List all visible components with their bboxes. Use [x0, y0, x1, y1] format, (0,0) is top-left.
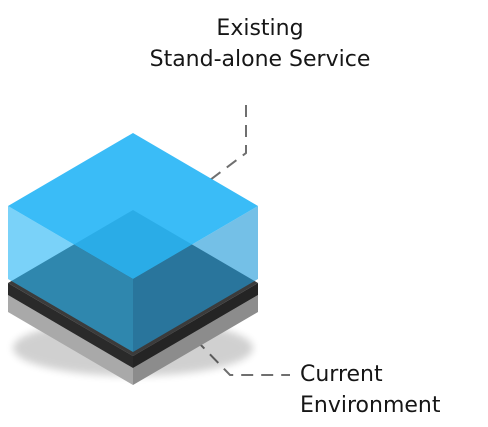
platform-dark-right [133, 283, 258, 368]
current-environment-label: Current Environment [300, 359, 440, 421]
current-environment-label-line2: Environment [300, 393, 441, 418]
current-environment-label-line1: Current [300, 362, 383, 387]
top-leader-line [209, 105, 247, 181]
existing-service-label-line2: Stand-alone Service [149, 47, 371, 72]
cube-left-face [8, 206, 133, 352]
existing-service-cube [8, 133, 258, 352]
platform-gray-right [133, 295, 258, 385]
platform-gray-left [8, 295, 133, 385]
platform-dark-left [8, 283, 133, 368]
cube-right-face [133, 206, 258, 352]
existing-service-label-line1: Existing [216, 16, 304, 41]
cube-top-face [8, 133, 258, 279]
bottom-leader-line [195, 339, 290, 376]
existing-service-label: Existing Stand-alone Service [100, 13, 420, 75]
